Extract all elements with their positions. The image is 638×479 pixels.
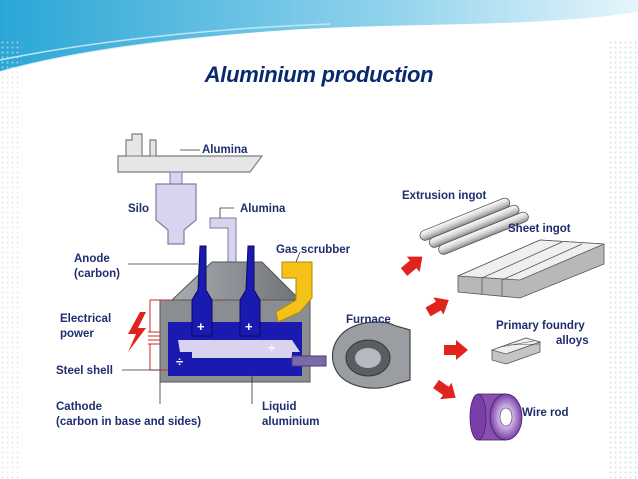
label-alumina-feed: Alumina — [240, 203, 286, 215]
sheet-ingot — [457, 239, 605, 299]
slide-dot-pattern-right — [608, 40, 638, 479]
label-gas-scrubber: Gas scrubber — [276, 244, 351, 256]
cathode-minus-sign: ÷ — [176, 354, 183, 369]
anode-left: + — [191, 245, 213, 337]
gas-scrubber — [275, 261, 313, 323]
label-cathode-detail: (carbon in base and sides) — [56, 416, 201, 428]
furnace — [331, 321, 411, 389]
cathode-minus-sign: ÷ — [268, 340, 275, 355]
label-wire-rod: Wire rod — [522, 407, 569, 419]
label-cathode: Cathode — [56, 401, 102, 413]
extrusion-ingot — [419, 197, 529, 255]
silo — [155, 171, 197, 245]
anode-plus-sign: + — [197, 319, 205, 334]
alumina-ship — [117, 133, 264, 173]
lightning-icon — [128, 312, 146, 352]
label-silo: Silo — [128, 203, 149, 215]
label-anode: Anode — [74, 253, 110, 265]
wire-rod-coil — [469, 393, 523, 441]
label-furnace: Furnace — [346, 314, 391, 326]
label-extrusion-ingot: Extrusion ingot — [402, 190, 487, 202]
label-power: power — [60, 328, 94, 340]
primary-foundry-alloys — [490, 337, 542, 365]
label-liquid: Liquid — [262, 401, 297, 413]
arrow-to-sheet — [425, 297, 449, 317]
arrow-to-foundry — [444, 340, 468, 360]
anode-plus-sign: + — [245, 319, 253, 334]
label-sheet-ingot: Sheet ingot — [508, 223, 571, 235]
slide-dot-pattern-left — [0, 40, 22, 479]
arrow-to-wire-rod — [433, 379, 456, 400]
diagram-title: Aluminium production — [204, 62, 434, 87]
slide-header-decoration — [0, 0, 638, 73]
anode-right: + — [239, 245, 261, 337]
tap-pipe — [291, 355, 327, 367]
label-anode-carbon: (carbon) — [74, 268, 120, 280]
label-electrical: Electrical — [60, 313, 111, 325]
arrow-to-extrusion — [400, 256, 423, 276]
label-primary-foundry: Primary foundry — [496, 320, 585, 332]
label-alloys: alloys — [556, 335, 589, 347]
label-aluminium: aluminium — [262, 416, 320, 428]
label-steel-shell: Steel shell — [56, 365, 113, 377]
label-alumina-top: Alumina — [202, 144, 248, 156]
leader-lines — [122, 149, 301, 404]
